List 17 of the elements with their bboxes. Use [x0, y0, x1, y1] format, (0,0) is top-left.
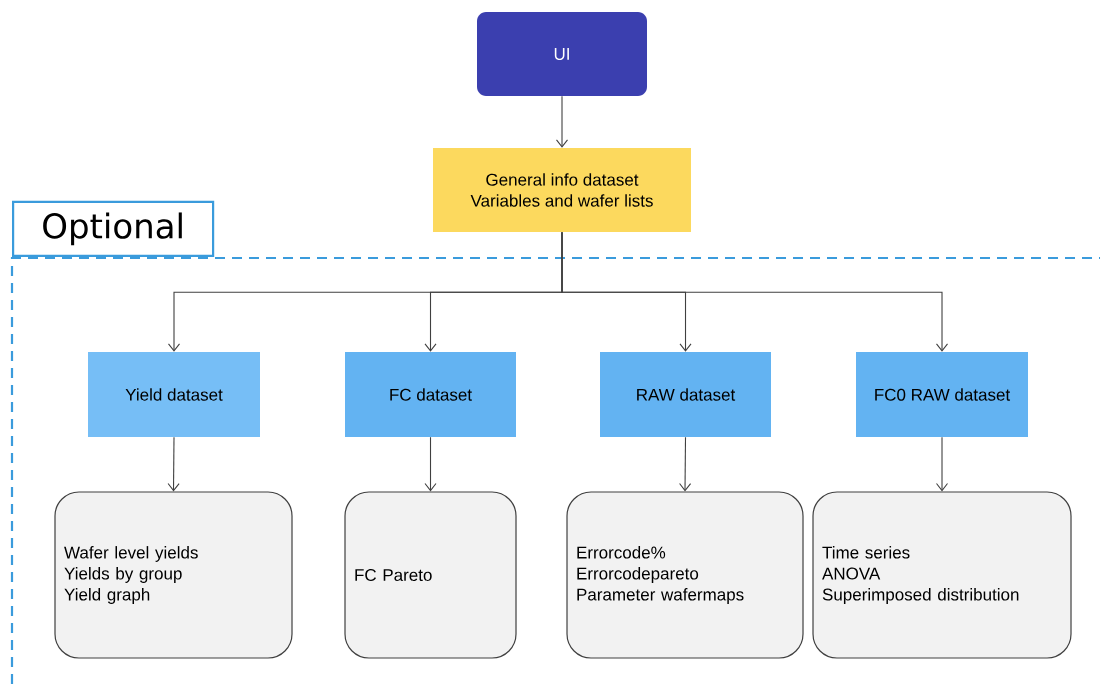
dataset-box: RAW dataset	[600, 352, 771, 437]
arrow	[167, 436, 180, 492]
arrow	[424, 436, 437, 492]
output-box: Wafer level yields Yields by group Yield graph	[54, 491, 293, 659]
dataset-box: FC dataset	[345, 352, 516, 437]
region-heading: Optional	[12, 200, 215, 257]
info-box: General info dataset Variables and wafer lists	[433, 148, 691, 232]
top-box: UI	[477, 12, 647, 96]
arrow	[561, 231, 949, 352]
arrow	[679, 436, 692, 492]
output-box: FC Pareto	[344, 491, 517, 659]
output-box: Errorcode% Errorcodepareto Parameter wafermaps	[566, 491, 804, 659]
arrow	[935, 436, 949, 492]
dataset-box: FC0 RAW dataset	[856, 352, 1028, 437]
dataset-box: Yield dataset	[88, 352, 260, 437]
arrow	[555, 95, 569, 148]
output-box: Time series ANOVA Superimposed distribution	[812, 491, 1072, 659]
